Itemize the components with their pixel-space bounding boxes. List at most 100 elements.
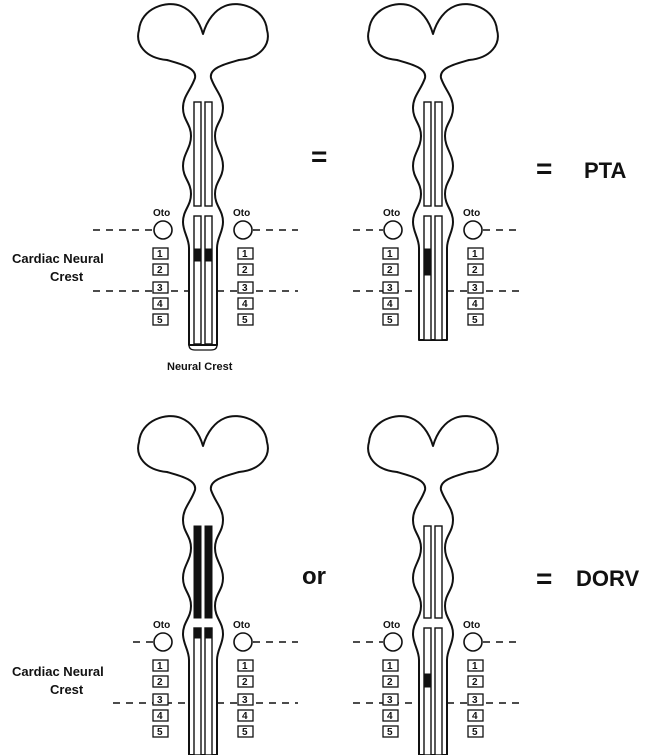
operator-row1-result: =: [536, 153, 552, 184]
cardiac-neural-crest-label-row2-line1: Cardiac Neural: [12, 664, 104, 679]
embryo-row1-right: Oto Oto 1 2 3 4 5 1 2 3 4 5: [353, 4, 521, 340]
neural-tube-left-lower: [194, 628, 201, 755]
svg-text:4: 4: [242, 299, 248, 310]
svg-text:4: 4: [157, 299, 163, 310]
neural-tube-right-upper: [435, 102, 442, 206]
ablated-crest-right: [205, 249, 212, 261]
somites-right: 1 2 3 4 5: [468, 248, 483, 326]
svg-text:5: 5: [242, 727, 248, 738]
oto-label-right: Oto: [463, 208, 480, 219]
embryo-row2-right: Oto Oto 1 2 3 4 5 1 2 3 4 5: [353, 416, 521, 755]
svg-text:5: 5: [387, 727, 393, 738]
somites-left: 1 2 3 4 5: [153, 660, 168, 738]
ablated-crest-left: [424, 674, 431, 687]
otic-vesicle-right: [464, 221, 482, 239]
svg-text:1: 1: [387, 661, 393, 672]
otic-vesicle-right: [234, 221, 252, 239]
otic-vesicle-left: [384, 221, 402, 239]
neural-tube-right-lower: [435, 628, 442, 755]
neural-crest-label: Neural Crest: [167, 361, 233, 373]
svg-text:2: 2: [472, 265, 478, 276]
svg-text:4: 4: [242, 711, 248, 722]
otic-vesicle-left: [384, 633, 402, 651]
neural-tube-right-lower: [205, 216, 212, 344]
svg-text:3: 3: [242, 283, 248, 294]
svg-text:2: 2: [157, 677, 163, 688]
svg-text:3: 3: [387, 695, 393, 706]
otic-vesicle-left: [154, 221, 172, 239]
svg-text:2: 2: [242, 265, 248, 276]
ablated-crest-left-lower: [194, 628, 201, 638]
svg-text:3: 3: [157, 283, 163, 294]
somites-left: 1 2 3 4 5: [153, 248, 168, 326]
outcome-row1: PTA: [584, 158, 626, 183]
svg-text:5: 5: [387, 315, 393, 326]
svg-text:1: 1: [387, 249, 393, 260]
operator-row2-between: or: [302, 563, 326, 590]
svg-text:1: 1: [157, 249, 163, 260]
neural-tube-left-lower: [424, 216, 431, 340]
somites-right: 1 2 3 4 5: [468, 660, 483, 738]
otic-vesicle-left: [154, 633, 172, 651]
ablated-crest-left: [424, 249, 431, 275]
svg-text:4: 4: [472, 711, 478, 722]
svg-text:3: 3: [157, 695, 163, 706]
oto-label-left: Oto: [153, 208, 170, 219]
operator-row2-result: =: [536, 563, 552, 594]
svg-text:3: 3: [242, 695, 248, 706]
embryo-row1-left: Oto Oto 1 2 3 4 5 1 2 3 4 5: [93, 4, 298, 350]
somites-left: 1 2 3 4 5: [383, 248, 398, 326]
ablated-crest-right-lower: [205, 628, 212, 638]
neural-tube-right-lower: [435, 216, 442, 340]
svg-text:2: 2: [387, 265, 393, 276]
operator-row1-between: =: [311, 141, 327, 172]
ablated-crest-left-upper: [194, 526, 201, 618]
svg-text:5: 5: [472, 315, 478, 326]
outcome-row2: DORV: [576, 566, 639, 591]
neural-tube-left-upper: [424, 526, 431, 618]
neural-tube-left-upper: [424, 102, 431, 206]
neural-tube-left-lower: [424, 628, 431, 755]
oto-label-right: Oto: [233, 620, 250, 631]
svg-text:1: 1: [242, 249, 248, 260]
svg-text:5: 5: [157, 315, 163, 326]
svg-text:1: 1: [472, 249, 478, 260]
svg-text:4: 4: [387, 711, 393, 722]
svg-text:4: 4: [387, 299, 393, 310]
oto-label-right: Oto: [233, 208, 250, 219]
svg-text:2: 2: [472, 677, 478, 688]
oto-label-left: Oto: [383, 208, 400, 219]
somites-left: 1 2 3 4 5: [383, 660, 398, 738]
svg-text:3: 3: [387, 283, 393, 294]
oto-label-right: Oto: [463, 620, 480, 631]
oto-label-left: Oto: [383, 620, 400, 631]
cardiac-neural-crest-label-row2-line2: Crest: [50, 682, 84, 697]
svg-text:1: 1: [242, 661, 248, 672]
svg-text:4: 4: [157, 711, 163, 722]
oto-label-left: Oto: [153, 620, 170, 631]
svg-text:2: 2: [242, 677, 248, 688]
cardiac-neural-crest-label-row1-line1: Cardiac Neural: [12, 251, 104, 266]
ablated-crest-left: [194, 249, 201, 261]
neural-tube-left-upper: [194, 102, 201, 206]
svg-text:3: 3: [472, 695, 478, 706]
neural-tube-right-lower: [205, 628, 212, 755]
svg-text:1: 1: [472, 661, 478, 672]
otic-vesicle-right: [234, 633, 252, 651]
svg-text:5: 5: [157, 727, 163, 738]
svg-text:1: 1: [157, 661, 163, 672]
svg-text:2: 2: [157, 265, 163, 276]
svg-text:4: 4: [472, 299, 478, 310]
somites-right: 1 2 3 4 5: [238, 660, 253, 738]
embryo-row2-left: Oto Oto 1 2 3 4 5 1 2 3 4 5: [113, 416, 298, 755]
svg-text:3: 3: [472, 283, 478, 294]
neural-tube-right-upper: [205, 102, 212, 206]
otic-vesicle-right: [464, 633, 482, 651]
ablated-crest-right-upper: [205, 526, 212, 618]
svg-text:2: 2: [387, 677, 393, 688]
neural-tube-right-upper: [435, 526, 442, 618]
neural-tube-left-lower: [194, 216, 201, 344]
somites-right: 1 2 3 4 5: [238, 248, 253, 326]
svg-text:5: 5: [242, 315, 248, 326]
